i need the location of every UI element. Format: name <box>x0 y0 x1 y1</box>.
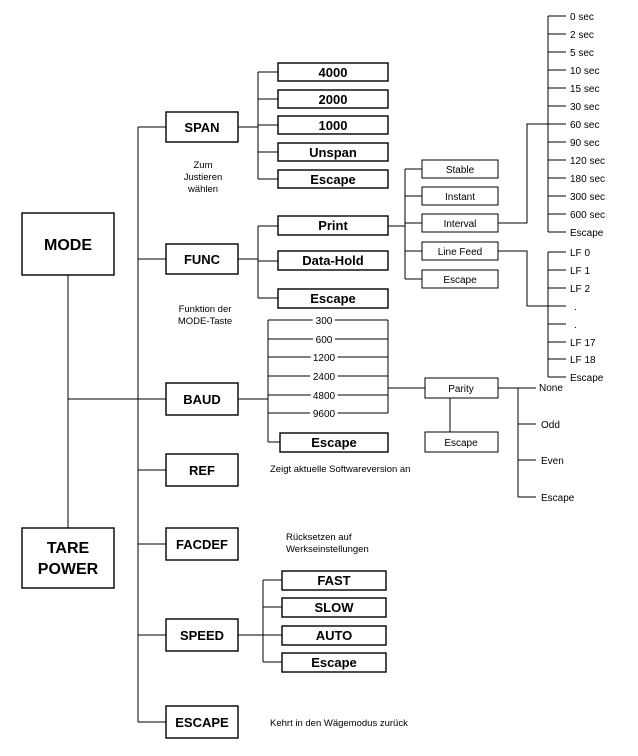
parity-option-none: None <box>539 383 563 394</box>
parity-label: Parity <box>448 384 474 395</box>
span-option-1000: 1000 <box>319 118 348 133</box>
span-option-2000: 2000 <box>319 92 348 107</box>
func-label: FUNC <box>184 252 221 267</box>
baud-node: BAUD <box>165 382 239 416</box>
print-option-stable: Stable <box>446 165 475 176</box>
linefeed-option-escape: Escape <box>570 373 604 384</box>
interval-option: 90 sec <box>570 138 599 149</box>
baud-option: 600 <box>316 335 333 346</box>
linefeed-options: LF 0 LF 1 LF 2 . . LF 17 LF 18 Escape <box>570 248 604 384</box>
ref-note: Zeigt aktuelle Softwareversion an <box>270 464 410 475</box>
print-option-interval: Interval <box>444 219 477 230</box>
interval-option: 0 sec <box>570 12 594 23</box>
span-note: Justieren <box>184 172 223 183</box>
interval-option-escape: Escape <box>570 228 604 239</box>
baud-option: 9600 <box>313 409 336 420</box>
escape-label: ESCAPE <box>175 715 229 730</box>
linefeed-option: LF 18 <box>570 355 596 366</box>
baud-options: 300 600 1200 2400 4800 9600 Escape <box>279 313 389 453</box>
interval-option: 60 sec <box>570 120 599 131</box>
print-option-escape: Escape <box>443 275 477 286</box>
speed-option-fast: FAST <box>317 573 350 588</box>
speed-option-slow: SLOW <box>315 600 355 615</box>
parity-option-odd: Odd <box>541 420 560 431</box>
span-options: 4000 2000 1000 Unspan Escape <box>277 62 389 189</box>
speed-node: SPEED <box>165 618 239 652</box>
speed-option-escape: Escape <box>311 655 357 670</box>
parity-node: Parity Escape <box>424 377 499 453</box>
interval-option: 15 sec <box>570 84 599 95</box>
func-note: MODE-Taste <box>178 316 232 327</box>
interval-option: 5 sec <box>570 48 594 59</box>
mode-node: MODE <box>21 212 115 276</box>
escape-node: ESCAPE <box>165 705 239 739</box>
span-option-4000: 4000 <box>319 65 348 80</box>
tare-label: TARE <box>47 540 90 557</box>
baud-option: 1200 <box>313 353 336 364</box>
interval-option: 300 sec <box>570 192 605 203</box>
linefeed-option: LF 17 <box>570 338 596 349</box>
linefeed-ellipsis: . <box>574 320 577 331</box>
notes: Zum Justieren wählen Funktion der MODE-T… <box>178 160 411 729</box>
parity-escape: Escape <box>444 438 478 449</box>
parity-option-escape: Escape <box>541 493 575 504</box>
print-options: Stable Instant Interval Line Feed Escape <box>421 159 499 289</box>
power-label: POWER <box>38 561 99 578</box>
linefeed-ellipsis: . <box>574 302 577 313</box>
span-option-unspan: Unspan <box>309 145 357 160</box>
baud-option: 4800 <box>313 391 336 402</box>
span-node: SPAN <box>165 111 239 143</box>
interval-option: 180 sec <box>570 174 605 185</box>
mode-label: MODE <box>44 237 92 254</box>
tare-power-node: TARE POWER <box>21 527 115 589</box>
facdef-label: FACDEF <box>176 537 228 552</box>
baud-label: BAUD <box>183 392 221 407</box>
span-label: SPAN <box>184 120 219 135</box>
func-option-print: Print <box>318 218 348 233</box>
print-option-instant: Instant <box>445 192 475 203</box>
linefeed-option: LF 1 <box>570 266 590 277</box>
interval-options: 0 sec 2 sec 5 sec 10 sec 15 sec 30 sec 6… <box>570 12 605 239</box>
parity-options: None Odd Even Escape <box>539 383 575 504</box>
speed-option-auto: AUTO <box>316 628 353 643</box>
interval-option: 10 sec <box>570 66 599 77</box>
func-node: FUNC <box>165 243 239 275</box>
ref-label: REF <box>189 463 215 478</box>
func-option-data-hold: Data-Hold <box>302 253 363 268</box>
func-note: Funktion der <box>179 304 232 315</box>
ref-node: REF <box>165 453 239 487</box>
baud-option: 2400 <box>313 372 336 383</box>
facdef-note: Rücksetzen auf <box>286 532 352 543</box>
span-note: Zum <box>194 160 213 171</box>
linefeed-option: LF 0 <box>570 248 590 259</box>
facdef-node: FACDEF <box>165 527 239 561</box>
connector-lines <box>67 15 566 723</box>
interval-option: 2 sec <box>570 30 594 41</box>
escape-note: Kehrt in den Wägemodus zurück <box>270 718 408 729</box>
func-options: Print Data-Hold Escape <box>277 215 389 309</box>
facdef-note: Werkseinstellungen <box>286 544 369 555</box>
span-note: wählen <box>187 184 218 195</box>
span-option-escape: Escape <box>310 172 356 187</box>
baud-option: 300 <box>316 316 333 327</box>
print-option-line-feed: Line Feed <box>438 247 482 258</box>
interval-option: 30 sec <box>570 102 599 113</box>
func-option-escape: Escape <box>310 291 356 306</box>
speed-options: FAST SLOW AUTO Escape <box>281 570 387 673</box>
linefeed-option: LF 2 <box>570 284 590 295</box>
speed-label: SPEED <box>180 628 224 643</box>
baud-option-escape: Escape <box>311 435 357 450</box>
interval-option: 120 sec <box>570 156 605 167</box>
interval-option: 600 sec <box>570 210 605 221</box>
parity-option-even: Even <box>541 456 564 467</box>
